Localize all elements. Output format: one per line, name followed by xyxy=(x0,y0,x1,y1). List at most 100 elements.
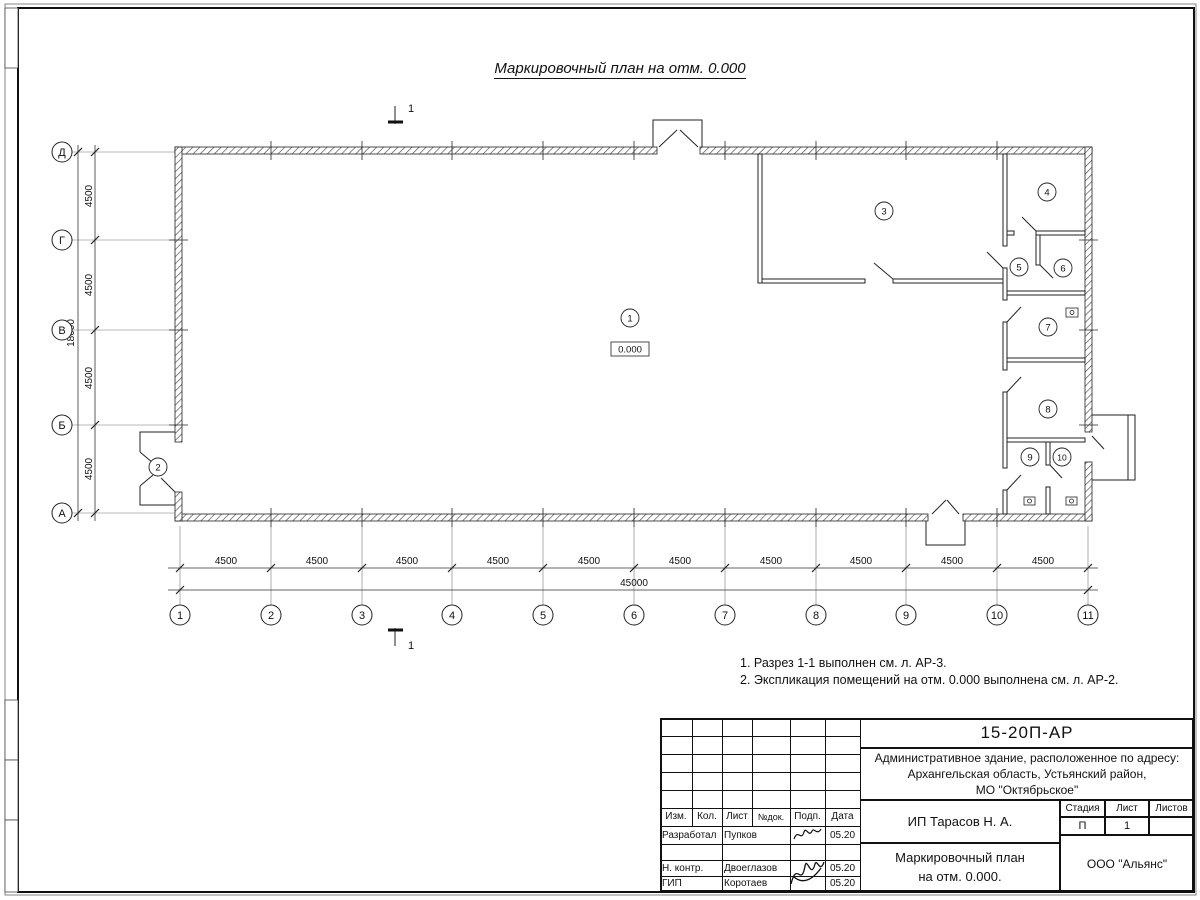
sanitary-fixtures xyxy=(1023,307,1079,506)
col-header-data: Дата xyxy=(831,811,854,822)
room-number: 8 xyxy=(1045,405,1050,416)
stage-label: Стадия xyxy=(1060,800,1105,817)
sheet-frame xyxy=(4,3,1197,896)
row-date-ncontrol: 05.20 xyxy=(829,863,856,874)
project-line-3: МО "Октябрьское" xyxy=(975,783,1079,798)
toilet-icon xyxy=(1027,498,1032,504)
annex-outlines xyxy=(139,119,1136,546)
col-header-list: Лист xyxy=(726,811,748,822)
axis-number: 6 xyxy=(631,610,637,622)
room-number: 7 xyxy=(1045,323,1050,334)
project-line-2: Архангельская область, Устьянский район, xyxy=(907,766,1147,781)
dim-label: 4500 xyxy=(850,556,873,567)
room-number: 3 xyxy=(881,207,886,218)
section-mark-top: 1 xyxy=(388,103,414,124)
grid-line xyxy=(660,754,860,755)
title-block: Изм. Кол. Лист №док. Подп. Дата Разработ… xyxy=(660,718,1194,892)
note-line-2: 2. Экспликация помещений на отм. 0.000 в… xyxy=(740,672,1119,687)
stage-value: П xyxy=(1060,817,1105,835)
section-number: 1 xyxy=(408,103,414,115)
row-name-ncontrol: Двоеглазов xyxy=(724,863,778,874)
dim-label: 4500 xyxy=(84,184,95,207)
project-line-1: Административное здание, расположенное п… xyxy=(874,750,1180,765)
frame-stamp-box xyxy=(4,699,19,761)
elevation-value: 0.000 xyxy=(618,345,642,356)
signature-developer xyxy=(793,828,822,840)
notes: 1. Разрез 1-1 выполнен см. л. АР-3. 2. Э… xyxy=(740,655,1118,689)
axis-number: 11 xyxy=(1082,610,1093,622)
dim-label: 4500 xyxy=(84,457,95,480)
room-number: 9 xyxy=(1027,453,1032,464)
grid-line xyxy=(660,876,860,877)
drawing-title-line-2: на отм. 0.000. xyxy=(918,868,1002,884)
axis-number: 4 xyxy=(449,610,455,622)
axis-number-bubbles: 1 2 3 4 5 6 7 8 9 10 11 xyxy=(169,604,1099,626)
sheet-label: Лист xyxy=(1105,800,1149,817)
interior-walls xyxy=(757,153,1086,515)
col-header-kol: Кол. xyxy=(697,811,717,822)
grid-line xyxy=(660,772,860,773)
axis-letter: В xyxy=(58,325,65,337)
col-header-podp: Подп. xyxy=(794,811,821,822)
grid-line xyxy=(722,718,723,892)
axis-number: 1 xyxy=(177,610,183,622)
axis-number: 5 xyxy=(540,610,546,622)
room-number: 6 xyxy=(1060,264,1065,275)
axis-number: 7 xyxy=(722,610,728,622)
toilet-icon xyxy=(1023,496,1036,506)
dimension-ticks xyxy=(73,147,1093,595)
col-header-ndok: №док. xyxy=(757,812,785,822)
grid-line xyxy=(660,736,860,737)
grid-line xyxy=(825,718,826,892)
dim-label: 4500 xyxy=(578,556,601,567)
client-name: ИП Тарасов Н. А. xyxy=(860,800,1060,843)
doc-number: 15-20П-АР xyxy=(860,718,1194,748)
drawing-title: Маркировочный план на отм. 0.000. xyxy=(860,843,1060,892)
dimension-lines xyxy=(77,145,1098,591)
frame-stamp-box xyxy=(4,7,19,69)
room-number: 5 xyxy=(1016,263,1021,274)
axis-number: 9 xyxy=(903,610,909,622)
grid-line xyxy=(790,718,791,892)
axis-number: 3 xyxy=(359,610,365,622)
axis-letter-bubbles: Д Г В Б А xyxy=(51,141,73,524)
col-header-izm: Изм. xyxy=(665,811,687,822)
dim-label: 4500 xyxy=(215,556,238,567)
sheets-value xyxy=(1149,817,1194,835)
room-number: 1 xyxy=(627,314,632,325)
row-role-ncontrol: Н. контр. xyxy=(662,863,704,874)
plan-title: Маркировочный план на отм. 0.000 xyxy=(370,60,870,79)
grid-line xyxy=(660,860,860,861)
drawing-title-line-1: Маркировочный план xyxy=(895,850,1025,866)
dim-label: 4500 xyxy=(84,273,95,296)
dim-label: 4500 xyxy=(941,556,964,567)
axis-letter: Б xyxy=(58,420,65,432)
grid-line xyxy=(660,790,860,791)
dim-label: 4500 xyxy=(396,556,419,567)
dim-label: 4500 xyxy=(1032,556,1055,567)
grid-line xyxy=(660,826,860,827)
axis-number: 10 xyxy=(991,610,1003,622)
axis-letter: Д xyxy=(58,147,66,159)
row-date-gip: 05.20 xyxy=(829,878,856,889)
room-number: 10 xyxy=(1057,453,1067,463)
project-name: Административное здание, расположенное п… xyxy=(860,748,1194,800)
frame-stamp-box xyxy=(4,759,19,821)
room-number: 4 xyxy=(1044,188,1049,199)
exterior-walls xyxy=(174,146,1093,522)
grid-line xyxy=(660,844,860,845)
section-number: 1 xyxy=(408,640,414,652)
elevation-mark: 0.000 xyxy=(610,341,650,357)
axis-number: 8 xyxy=(813,610,819,622)
row-date-developer: 05.20 xyxy=(829,830,856,841)
room-bubbles: 1 2 3 4 5 6 7 8 9 10 xyxy=(148,182,1073,477)
dim-label: 4500 xyxy=(760,556,783,567)
toilet-icon xyxy=(1069,498,1074,504)
row-role-developer: Разработал xyxy=(662,830,717,841)
sink-icon xyxy=(1069,310,1075,315)
company-name: ООО "Альянс" xyxy=(1060,835,1194,892)
axis-number: 2 xyxy=(268,610,274,622)
axis-letter: А xyxy=(58,508,66,520)
dim-label: 4500 xyxy=(669,556,692,567)
section-mark-bottom: 1 xyxy=(388,628,414,652)
